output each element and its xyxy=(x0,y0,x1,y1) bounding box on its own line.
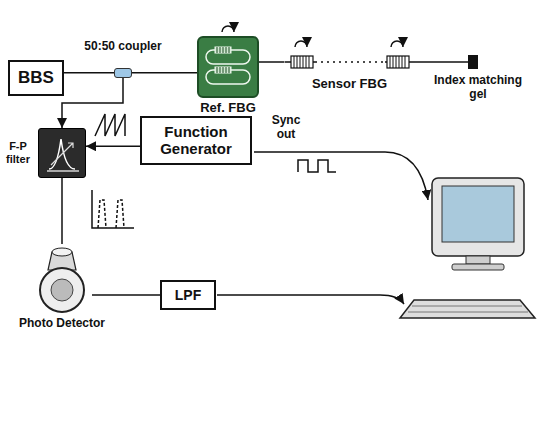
fiber-connector xyxy=(62,78,123,128)
node-label: LPF xyxy=(166,287,210,303)
node-shape xyxy=(38,128,86,178)
node-symbol xyxy=(285,50,415,74)
fiber-connector xyxy=(61,178,63,244)
fiber-connector xyxy=(64,72,114,74)
process-box: Function Generator xyxy=(140,116,252,165)
annotation-label: Index matching gel xyxy=(428,74,528,102)
component-node: Sensor FBG xyxy=(282,50,417,92)
component-node: Ref. FBG xyxy=(196,36,260,116)
spectrum-peaks xyxy=(98,200,124,228)
process-box: LPF xyxy=(160,280,216,310)
node-shape xyxy=(197,36,259,98)
node-symbol xyxy=(39,129,87,179)
computer-illustration xyxy=(400,178,535,318)
gel-block xyxy=(468,55,478,69)
reflection-arrow xyxy=(391,41,403,47)
process-box: BBS xyxy=(8,60,64,96)
spectrum-axes xyxy=(92,190,134,228)
fiber-connector xyxy=(259,61,285,63)
reflection-arrow xyxy=(295,41,307,47)
square-wave xyxy=(298,160,336,172)
node-label: Function Generator xyxy=(146,123,246,158)
component-node: 50:50 coupler xyxy=(78,40,168,78)
node-label: Sensor FBG xyxy=(282,77,417,92)
component-node: F-P filter xyxy=(2,128,86,178)
node-label: Photo Detector xyxy=(4,317,120,331)
reflection-arrow xyxy=(222,26,234,32)
node-shape xyxy=(114,68,132,78)
node-symbol xyxy=(199,38,261,100)
node-symbol xyxy=(32,244,92,314)
signal-arrow xyxy=(217,295,404,304)
fiber-line xyxy=(415,61,468,63)
node-label: BBS xyxy=(14,68,58,88)
node-shape xyxy=(285,50,415,74)
fiber-connector xyxy=(86,146,140,148)
node-label: Ref. FBG xyxy=(196,101,260,116)
node-shape xyxy=(32,244,92,314)
component-node: Photo Detector xyxy=(4,244,120,331)
fiber-connector xyxy=(92,294,160,296)
sawtooth-signal xyxy=(95,114,125,136)
fiber-connector xyxy=(132,72,197,74)
node-label: 50:50 coupler xyxy=(78,40,168,54)
sync-arrow xyxy=(254,152,428,200)
node-label: F-P filter xyxy=(2,140,34,165)
annotation-label: Sync out xyxy=(262,114,310,142)
